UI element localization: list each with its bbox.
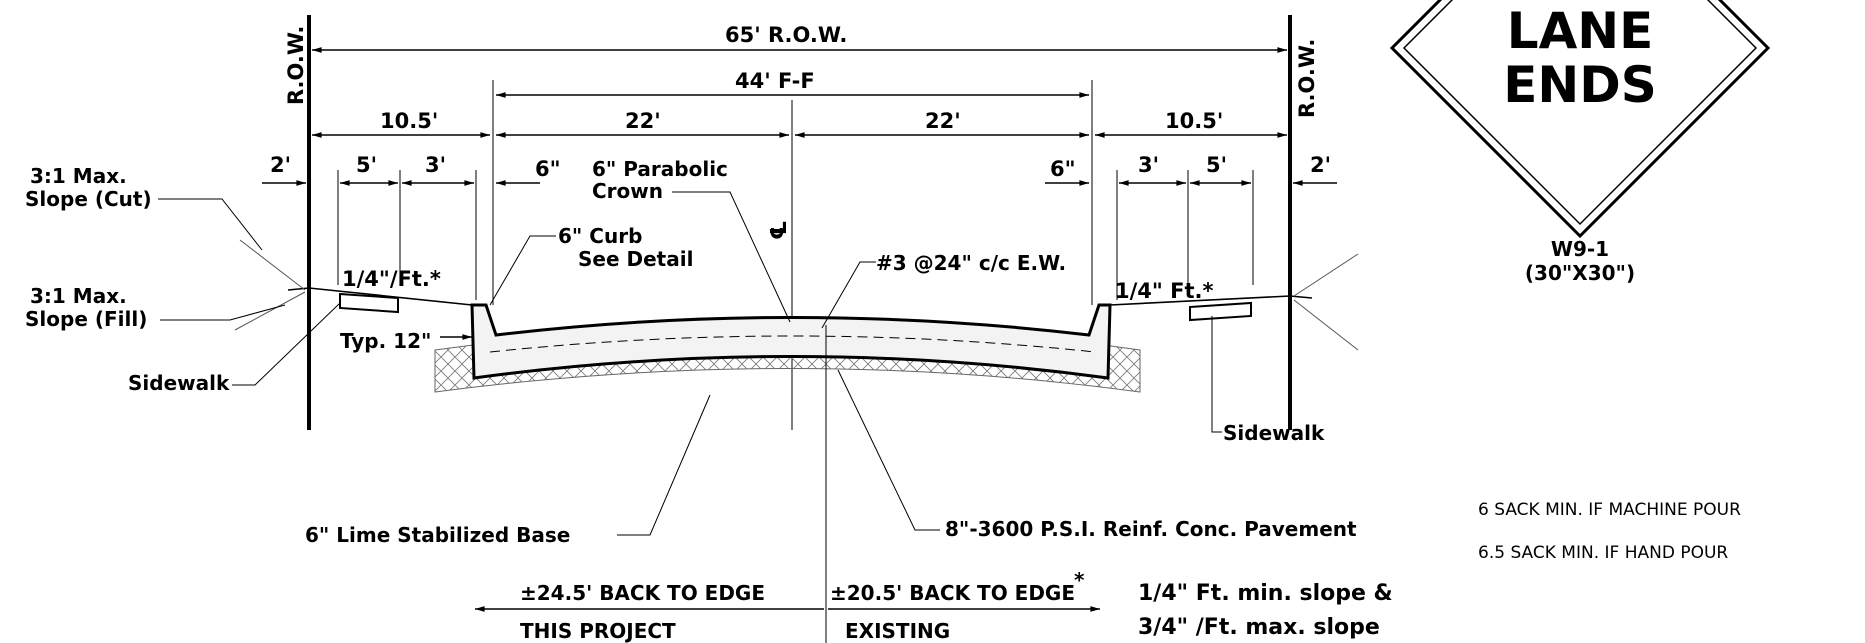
ff-text: 44' F-F — [735, 69, 815, 93]
buffer-left-dim-text: 3' — [425, 153, 446, 177]
curb-label-1: 6" Curb — [558, 224, 642, 248]
slope-note-2: 3/4" /Ft. max. slope — [1138, 615, 1380, 640]
slope-fill-label-2: Slope (Fill) — [25, 307, 147, 331]
slope-label-left: 1/4"/Ft.* — [342, 267, 441, 291]
slope-fill-label-1: 3:1 Max. — [30, 284, 127, 308]
sign-line-1: LANE — [1507, 2, 1654, 60]
sign-code: W9-1 — [1551, 237, 1609, 261]
slope-fill-line-left — [234, 291, 306, 331]
sidewalk-leader-right — [1211, 316, 1222, 433]
slope-cut-leader — [158, 198, 263, 251]
sidewalk-label-left: Sidewalk — [128, 371, 230, 395]
base-label: 6" Lime Stabilized Base — [305, 523, 570, 547]
back-exist-top: ±20.5' BACK TO EDGE — [830, 581, 1075, 605]
slope-fill-line-right — [1293, 299, 1359, 351]
sidewalk-block-left — [339, 292, 399, 314]
half-right-text: 22' — [925, 109, 961, 133]
lane-ends-sign — [1389, 0, 1771, 239]
ground-right — [1109, 295, 1313, 306]
sign-size: (30"X30") — [1525, 261, 1635, 285]
parkway-left-text: 10.5' — [380, 109, 438, 133]
slope-label-right: 1/4" Ft.* — [1115, 279, 1214, 303]
slope-cut-label-1: 3:1 Max. — [30, 164, 127, 188]
curb-right-dim-text: 6" — [1050, 157, 1076, 181]
concrete-pavement — [470, 303, 1112, 380]
rebar-line — [489, 335, 1096, 353]
crown-label-1: 6" Parabolic — [592, 157, 728, 181]
sidewalk-left-dim-text: 5' — [356, 153, 377, 177]
note-hand: 6.5 SACK MIN. IF HAND POUR — [1478, 543, 1728, 563]
slope-note-1: 1/4" Ft. min. slope & — [1138, 581, 1393, 606]
rebar-leader — [821, 261, 876, 329]
back-this-top: ±24.5' BACK TO EDGE — [520, 581, 765, 605]
curb-label-2: See Detail — [578, 247, 693, 271]
sidewalk-right-dim-text: 5' — [1206, 153, 1227, 177]
sidewalk-label-right: Sidewalk — [1223, 421, 1325, 445]
typ-label: Typ. 12" — [340, 329, 431, 353]
buffer-right-dim-text: 3' — [1138, 153, 1159, 177]
slope-cut-line-left — [239, 239, 306, 291]
ground-left — [287, 287, 473, 306]
row-label-right: R.O.W. — [1295, 39, 1319, 118]
asterisk: * — [1074, 568, 1085, 592]
curb-leader — [489, 235, 556, 306]
crown-leader — [672, 191, 791, 323]
back-this-bottom: THIS PROJECT — [520, 619, 676, 643]
slope-cut-label-2: Slope (Cut) — [25, 187, 152, 211]
note-machine: 6 SACK MIN. IF MACHINE POUR — [1478, 500, 1741, 520]
sidewalk-leader-left — [232, 302, 341, 386]
back-exist-bottom: EXISTING — [845, 619, 950, 643]
pavement-leader — [837, 369, 940, 531]
pavement-label: 8"-3600 P.S.I. Reinf. Conc. Pavement — [945, 517, 1357, 541]
sign-line-2: ENDS — [1503, 56, 1657, 114]
rebar-label: #3 @24" c/c E.W. — [876, 251, 1066, 275]
row-width-text: 65' R.O.W. — [725, 23, 847, 47]
outer-left-text: 2' — [270, 153, 291, 177]
curb-left-dim-text: 6" — [535, 157, 561, 181]
centerline-symbol: ℄ — [767, 220, 792, 240]
slope-cut-line-right — [1293, 253, 1359, 297]
base-leader — [617, 394, 711, 536]
slope-fill-leader — [160, 304, 286, 321]
outer-right-text: 2' — [1310, 153, 1331, 177]
parkway-right-text: 10.5' — [1165, 109, 1223, 133]
half-left-text: 22' — [625, 109, 661, 133]
sidewalk-block-right — [1189, 301, 1252, 322]
lane-ends-sign-inner — [1402, 0, 1758, 226]
crown-label-2: Crown — [592, 179, 663, 203]
row-label-left: R.O.W. — [284, 26, 308, 105]
